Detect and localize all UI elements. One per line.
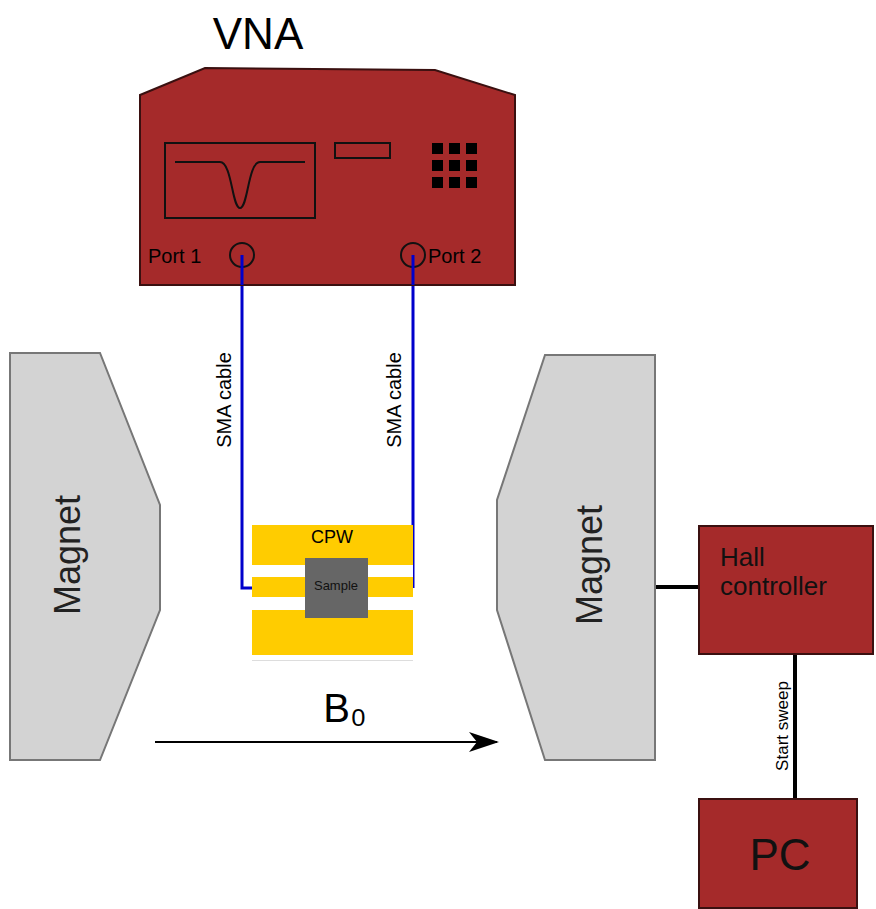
pc-label: PC [749,831,810,879]
controller-label: Hall controller [720,543,870,600]
edge-label: SMA cable [213,350,235,450]
port-label: Port 2 [428,245,481,267]
connector [793,655,797,798]
pc-box: PC [698,798,858,909]
magnet-pole: Magnet [10,353,160,760]
edge-label: Start sweep [774,679,793,773]
sample-label: Sample [314,579,358,593]
edge-label: SMA cable [383,350,405,450]
device-title: VNA [213,10,303,58]
connector [655,585,698,589]
vna-device: VNAPort 1Port 2 [140,68,515,285]
sample-square: Sample [305,558,368,618]
port-label: Port 1 [148,245,201,267]
edge-label: B₀ [321,686,368,730]
connector [155,741,497,743]
magnet-pole: Magnet [497,355,655,760]
magnet-label: Magnet [48,495,88,615]
magnet-label: Magnet [570,505,610,625]
hall-controller-box: Hall controller [698,525,874,655]
connector [242,285,252,588]
cpw-label: CPW [311,528,353,548]
coplanar-waveguide: CPW Sample [252,525,413,661]
